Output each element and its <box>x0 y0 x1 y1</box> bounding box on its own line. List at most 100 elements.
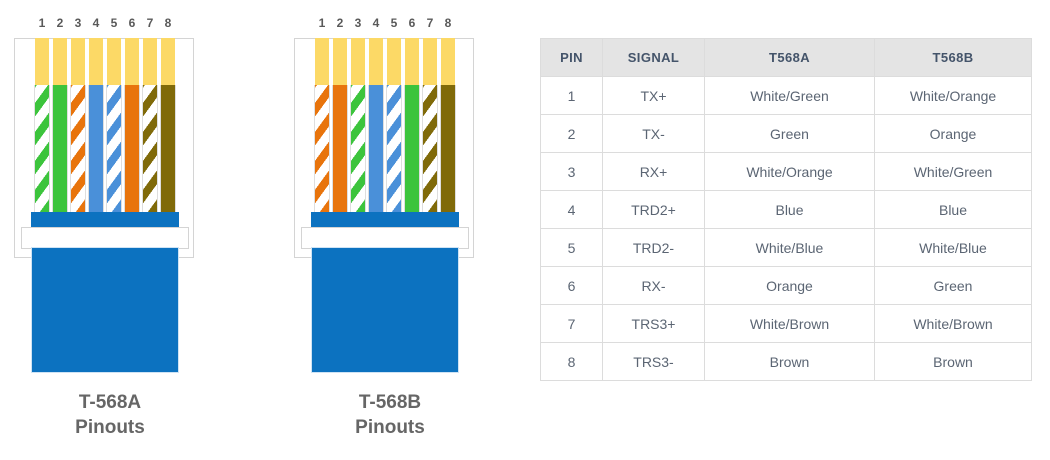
wire-pin-3-white-orange <box>70 85 86 213</box>
wire-pin-8-brown <box>440 85 456 213</box>
pin-number-4: 4 <box>92 16 100 30</box>
connector-ferrule-a <box>31 212 179 229</box>
cell-t568b: White/Orange <box>874 76 1032 115</box>
cell-pin: 8 <box>540 342 603 381</box>
pin-number-3: 3 <box>74 16 82 30</box>
connector-caption-a: T-568A Pinouts <box>0 390 220 440</box>
contact-pin-4 <box>89 38 103 85</box>
col-header-t568b: T568B <box>874 38 1032 77</box>
cell-signal: RX- <box>602 266 705 305</box>
cell-signal: TRD2+ <box>602 190 705 229</box>
wire-pin-2-orange <box>332 85 348 213</box>
pin-number-2: 2 <box>336 16 344 30</box>
pin-number-2: 2 <box>56 16 64 30</box>
cell-t568b: Green <box>874 266 1032 305</box>
pin-number-7: 7 <box>146 16 154 30</box>
wire-pin-5-white-blue <box>386 85 402 213</box>
connector-body-a <box>31 247 179 373</box>
pin-number-1: 1 <box>318 16 326 30</box>
connector-body-b <box>311 247 459 373</box>
cell-t568b: Brown <box>874 342 1032 381</box>
wire-pin-1-white-orange <box>314 85 330 213</box>
contact-pin-6 <box>125 38 139 85</box>
contact-pin-5 <box>387 38 401 85</box>
col-header-t568a: T568A <box>704 38 875 77</box>
cell-pin: 1 <box>540 76 603 115</box>
connector-ferrule-b <box>311 212 459 229</box>
contact-pin-1 <box>35 38 49 85</box>
pin-number-1: 1 <box>38 16 46 30</box>
cell-t568b: White/Green <box>874 152 1032 191</box>
wire-pin-4-blue <box>88 85 104 213</box>
wire-bundle-a <box>33 85 177 213</box>
wire-bundle-b <box>313 85 457 213</box>
wire-pin-7-white-brown <box>422 85 438 213</box>
gold-contacts-a <box>33 38 177 85</box>
connector-latch-b <box>301 227 469 249</box>
contact-pin-4 <box>369 38 383 85</box>
wire-pin-6-green <box>404 85 420 213</box>
cell-t568b: Blue <box>874 190 1032 229</box>
pin-number-6: 6 <box>128 16 136 30</box>
contact-pin-6 <box>405 38 419 85</box>
pin-number-6: 6 <box>408 16 416 30</box>
wire-pin-8-brown <box>160 85 176 213</box>
contact-pin-2 <box>333 38 347 85</box>
pin-number-7: 7 <box>426 16 434 30</box>
contact-pin-5 <box>107 38 121 85</box>
cell-pin: 5 <box>540 228 603 267</box>
contact-pin-7 <box>423 38 437 85</box>
wire-pin-5-white-blue <box>106 85 122 213</box>
col-header-signal: SIGNAL <box>602 38 705 77</box>
cell-pin: 2 <box>540 114 603 153</box>
cell-signal: TX- <box>602 114 705 153</box>
cell-t568a: White/Brown <box>704 304 875 343</box>
pin-number-5: 5 <box>390 16 398 30</box>
contact-pin-2 <box>53 38 67 85</box>
cell-pin: 3 <box>540 152 603 191</box>
contact-pin-7 <box>143 38 157 85</box>
cell-t568a: Blue <box>704 190 875 229</box>
connector-caption-b: T-568B Pinouts <box>280 390 500 440</box>
cell-t568a: White/Green <box>704 76 875 115</box>
cell-signal: TX+ <box>602 76 705 115</box>
wire-pin-4-blue <box>368 85 384 213</box>
connector-latch-a <box>21 227 189 249</box>
wire-pin-1-white-green <box>34 85 50 213</box>
cell-t568b: Orange <box>874 114 1032 153</box>
pin-number-4: 4 <box>372 16 380 30</box>
wire-pin-7-white-brown <box>142 85 158 213</box>
cell-t568a: Orange <box>704 266 875 305</box>
pin-number-3: 3 <box>354 16 362 30</box>
cell-pin: 4 <box>540 190 603 229</box>
cell-t568a: Green <box>704 114 875 153</box>
pin-number-5: 5 <box>110 16 118 30</box>
cell-signal: RX+ <box>602 152 705 191</box>
cell-t568a: White/Blue <box>704 228 875 267</box>
caption-line-2: Pinouts <box>355 417 425 438</box>
pin-number-8: 8 <box>164 16 172 30</box>
cell-signal: TRS3+ <box>602 304 705 343</box>
wire-pin-6-orange <box>124 85 140 213</box>
cell-t568b: White/Brown <box>874 304 1032 343</box>
cell-signal: TRS3- <box>602 342 705 381</box>
cell-t568a: White/Orange <box>704 152 875 191</box>
contact-pin-1 <box>315 38 329 85</box>
contact-pin-3 <box>351 38 365 85</box>
